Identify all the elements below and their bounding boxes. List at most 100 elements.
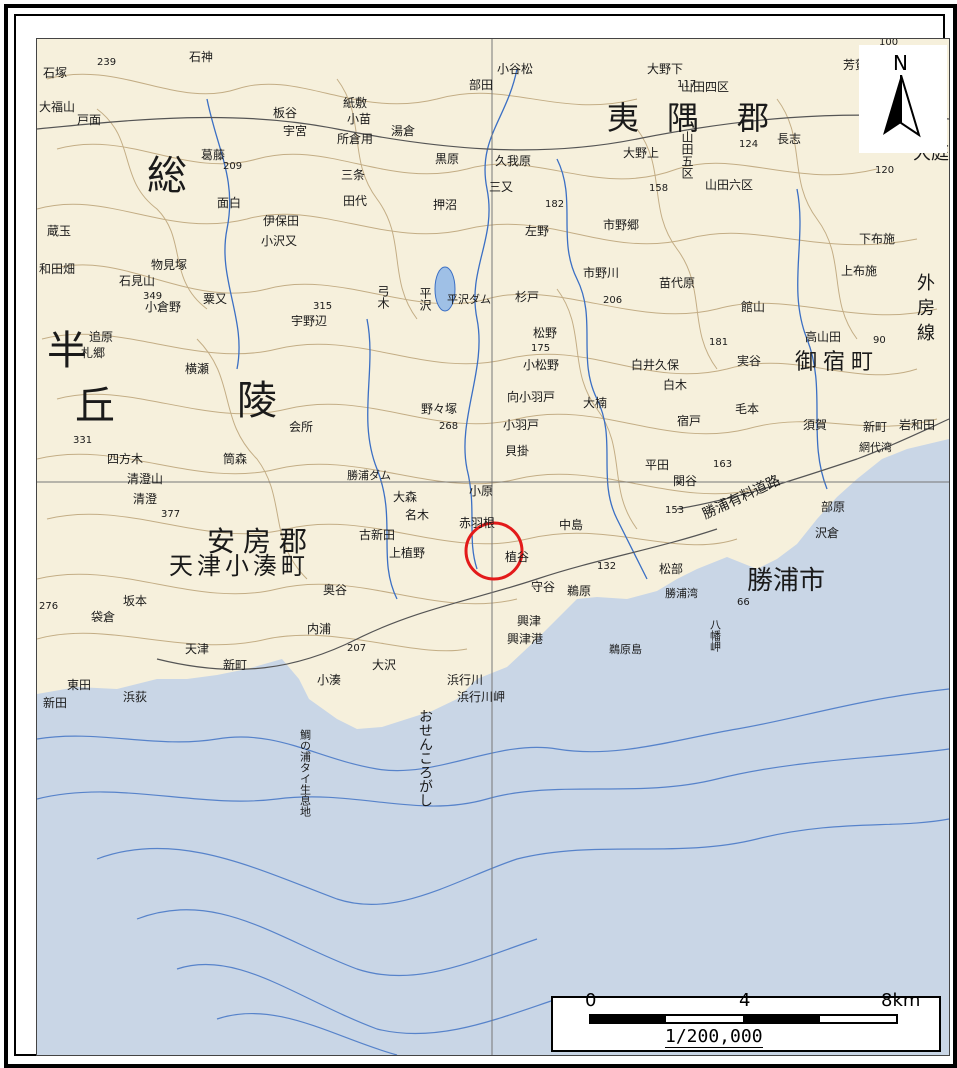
label-kamifuse: 上布施 (841, 264, 877, 278)
label-okitsu-port: 興津港 (507, 632, 543, 646)
label-konae: 小苗 (347, 112, 371, 126)
label-kiyosumiyama: 清澄山 (127, 471, 163, 486)
scale-bar-segment (743, 1015, 820, 1023)
label-onjuku: 御宿町 (795, 350, 879, 375)
labels: 夷 隅 郡 総 半 丘 陵 安房郡 天津小湊町 勝浦市 御宿町 外 房 線 勝浦… (39, 50, 949, 817)
label-nonozuka: 野々塚 (421, 402, 457, 416)
label-ishizuka: 石塚 (43, 66, 67, 80)
contour-line (56, 393, 938, 435)
label-komatsuno: 小松野 (523, 358, 559, 372)
label-katsuura-bay: 勝浦湾 (665, 586, 698, 600)
contour-line (41, 333, 918, 376)
elevation-label: 268 (439, 421, 458, 432)
elevation-label: 315 (313, 301, 332, 312)
label-nabatarashima: 鵜原島 (609, 642, 642, 656)
label-ofukuyama: 大福山 (39, 99, 75, 114)
road (37, 114, 949, 151)
label-sekiya: 関谷 (673, 474, 697, 488)
river (796, 188, 828, 490)
label-ubara: 鵜原 (567, 584, 591, 598)
label-tsutsumori: 筒森 (223, 451, 247, 466)
region-label-sumi-1: 夷 (607, 99, 639, 137)
contour-line (46, 513, 738, 546)
contour-line (196, 338, 308, 580)
depth-contour (136, 909, 538, 977)
label-oosawa: 大沢 (372, 658, 396, 672)
label-ishimiyama: 石見山 (119, 274, 155, 288)
topographic-map: 夷 隅 郡 総 半 丘 陵 安房郡 天津小湊町 勝浦市 御宿町 外 房 線 勝浦… (37, 39, 949, 1055)
region-label-boso-2: 半 (47, 328, 87, 374)
label-umiya: 宇宮 (283, 123, 307, 138)
label-onoshita: 大野下 (647, 62, 683, 76)
contours (37, 73, 938, 652)
label-uchiura: 内浦 (307, 622, 331, 636)
north-arrow-right-half (900, 75, 921, 138)
river (556, 158, 648, 580)
north-arrow-left-half (883, 75, 901, 135)
label-kohara: 小原 (469, 484, 493, 498)
elevations: 239 209 315 349 331 377 276 207 158 206 … (39, 39, 898, 654)
location-marker-circle (464, 521, 524, 581)
scale-bar-panel: 0 4 8km 1/200,000 (551, 990, 941, 1052)
bathymetry (37, 688, 949, 1055)
region-label-boso: 総 (147, 153, 187, 199)
sea-area (37, 439, 949, 1055)
label-matsuno: 松野 (533, 326, 557, 340)
label-takayamada: 高山田 (805, 329, 841, 344)
contour-line (46, 73, 638, 106)
label-tashiro: 田代 (343, 194, 367, 208)
label-sanjo: 三条 (341, 168, 365, 182)
label-moriya: 守谷 (531, 580, 555, 594)
label-kohado: 小羽戸 (503, 418, 539, 432)
hiraizawa-dam-lake (434, 266, 456, 312)
elevation-label: 153 (665, 505, 684, 516)
label-yadoto: 宿戸 (677, 413, 701, 428)
label-akabane: 赤羽根 (459, 516, 495, 530)
contour-line (336, 78, 418, 320)
label-kugahara: 久我原 (495, 154, 531, 168)
label-hebara: 部原 (821, 499, 845, 514)
label-yukura: 湯倉 (391, 123, 415, 138)
contour-line (37, 632, 468, 652)
label-hamayukawa-misaki: 浜行川岬 (457, 690, 505, 704)
label-matsube: 松部 (659, 561, 683, 576)
label-sotobo-line-1: 外 (917, 273, 935, 294)
label-sano: 左野 (525, 223, 549, 238)
label-shokurayo: 所倉用 (337, 131, 373, 146)
elevation-label: 158 (649, 183, 668, 194)
road (676, 418, 949, 510)
label-oibara: 追原 (89, 329, 113, 344)
depth-contour (176, 963, 558, 1035)
label-mukai-kohado: 向小羽戸 (507, 389, 555, 404)
contour-line (556, 288, 638, 530)
label-fukurokura: 袋倉 (91, 609, 115, 624)
label-osen-korogashi: おせんころがし (417, 709, 433, 807)
label-tateyama: 館山 (741, 299, 765, 314)
label-wadahata: 和田畑 (39, 262, 75, 276)
label-azumada: 東田 (67, 678, 91, 692)
label-sotobo-line-2: 房 (917, 298, 935, 319)
elevation-label: 182 (545, 199, 564, 210)
label-ozawamata: 小沢又 (261, 234, 297, 248)
label-yumiki: 弓木 (376, 285, 390, 309)
depth-contour (37, 748, 949, 807)
scale-ratio: 1/200,000 (665, 1026, 763, 1048)
elevation-label: 349 (143, 291, 162, 302)
scale-tick-0: 0 (585, 990, 597, 1011)
label-nagashi: 長志 (777, 132, 801, 146)
label-katsuura-city: 勝浦市 (747, 566, 825, 596)
elevation-label: 175 (531, 343, 550, 354)
depth-contour (37, 688, 949, 772)
label-iwawada: 岩和田 (899, 417, 935, 432)
river (206, 98, 240, 370)
label-onoue: 大野上 (623, 146, 659, 160)
label-iboda: 伊保田 (263, 214, 299, 228)
elevation-label: 117 (677, 79, 696, 90)
label-furushinden: 古新田 (359, 527, 395, 542)
label-jouya: 植谷 (505, 549, 529, 564)
elevation-label: 209 (223, 161, 242, 172)
label-ookaya: 大楠 (583, 395, 607, 410)
label-yomogi: 四方木 (107, 451, 143, 466)
elevation-label: 163 (713, 459, 732, 470)
contour-line (37, 453, 758, 495)
